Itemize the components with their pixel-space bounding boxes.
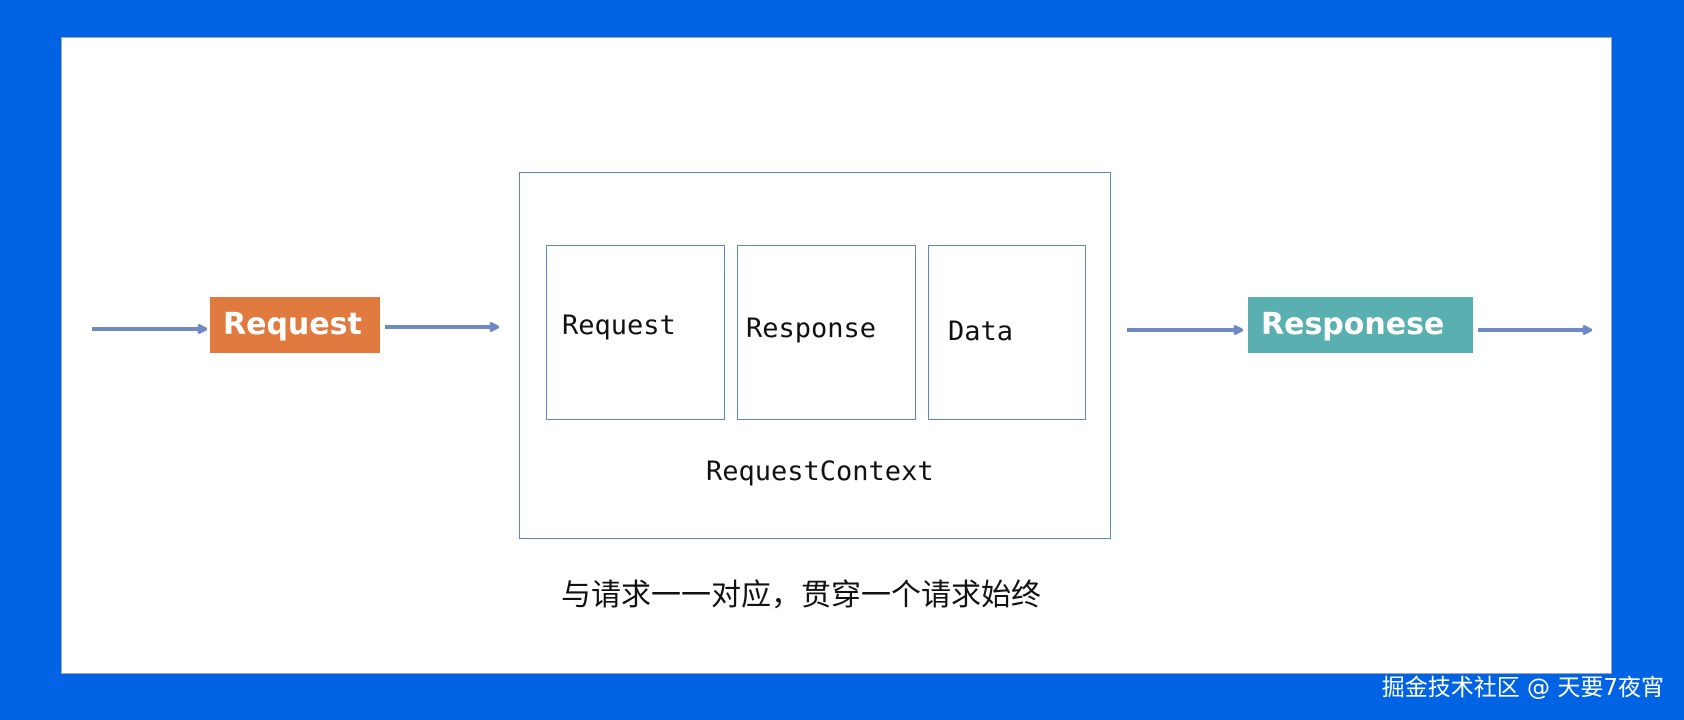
request-context-label: RequestContext xyxy=(706,456,934,487)
diagram-canvas xyxy=(61,37,1612,674)
diagram-caption: 与请求一一对应，贯穿一个请求始终 xyxy=(561,578,1041,613)
response-component-box xyxy=(737,245,916,420)
credit-watermark: 掘金技术社区 @ 天要7夜宵 xyxy=(1381,675,1664,701)
response-component-label: Response xyxy=(746,313,877,344)
request-tag: Request xyxy=(210,297,380,353)
data-component-label: Data xyxy=(948,316,1014,347)
request-context-box xyxy=(519,172,1111,539)
response-tag: Responese xyxy=(1248,297,1473,353)
request-component-box xyxy=(546,245,725,420)
data-component-box xyxy=(928,245,1086,420)
request-component-label: Request xyxy=(562,310,676,341)
